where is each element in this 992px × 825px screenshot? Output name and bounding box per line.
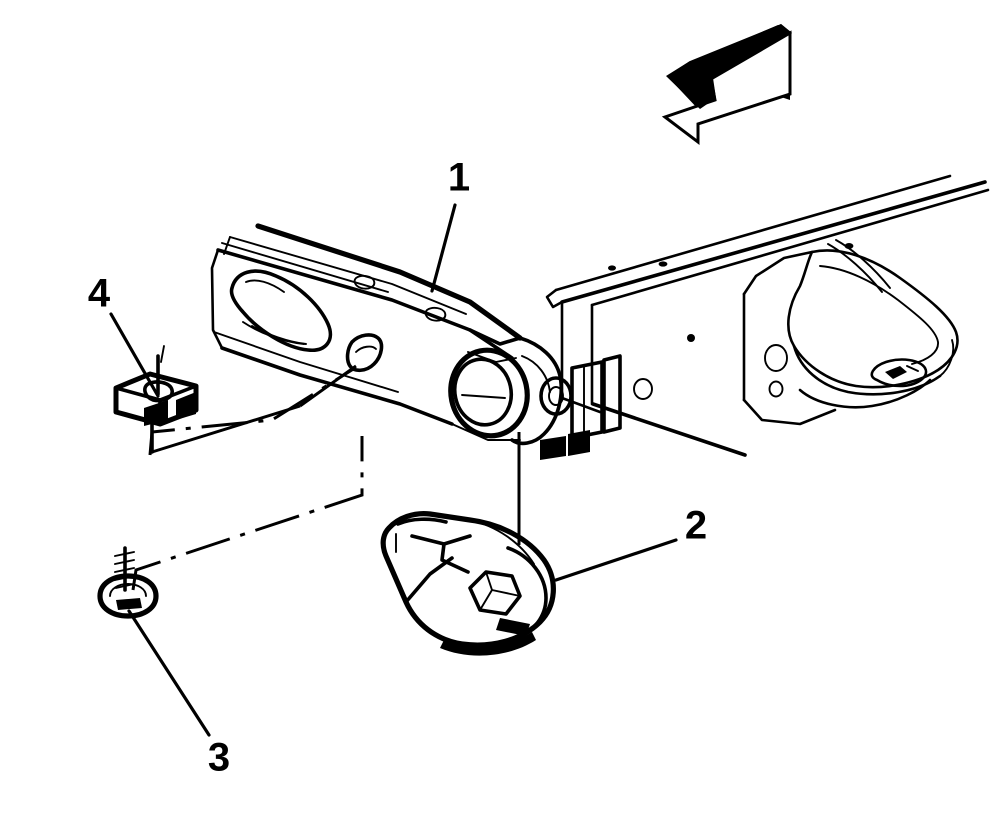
callout-label-3: 3: [208, 736, 230, 780]
assembly-line-clip-to-bracket: [148, 366, 356, 456]
callout-numbers: 1 2 3 4: [88, 156, 707, 780]
frame-rail: [545, 174, 990, 457]
view-direction-arrow: [661, 24, 792, 146]
callout-label-2: 2: [685, 504, 707, 548]
body-mount-boss: [787, 239, 959, 409]
callout-label-1: 1: [448, 156, 470, 200]
retainer-clip-nut: [113, 345, 199, 454]
bracket-collar: [510, 336, 622, 460]
frame-crossmember-bracket: [742, 250, 837, 426]
mount-bolt-with-washer: [97, 546, 159, 619]
bracket-hole-guide-line: [299, 364, 357, 408]
leader-line-4: [109, 312, 160, 398]
callout-leaders: [109, 203, 678, 737]
leader-line-1: [430, 203, 457, 293]
callout-label-4: 4: [88, 272, 111, 316]
body-mount-bracket: [210, 223, 622, 460]
bracket-bore: [448, 347, 530, 439]
mount-cushion-wedge: [380, 511, 556, 656]
clip-guide-line: [151, 404, 301, 454]
leader-line-3: [127, 609, 211, 737]
assembly-line-bolt-to-bracket: [131, 436, 364, 591]
assembly-lines: [131, 364, 521, 591]
leader-line-2: [554, 538, 678, 582]
